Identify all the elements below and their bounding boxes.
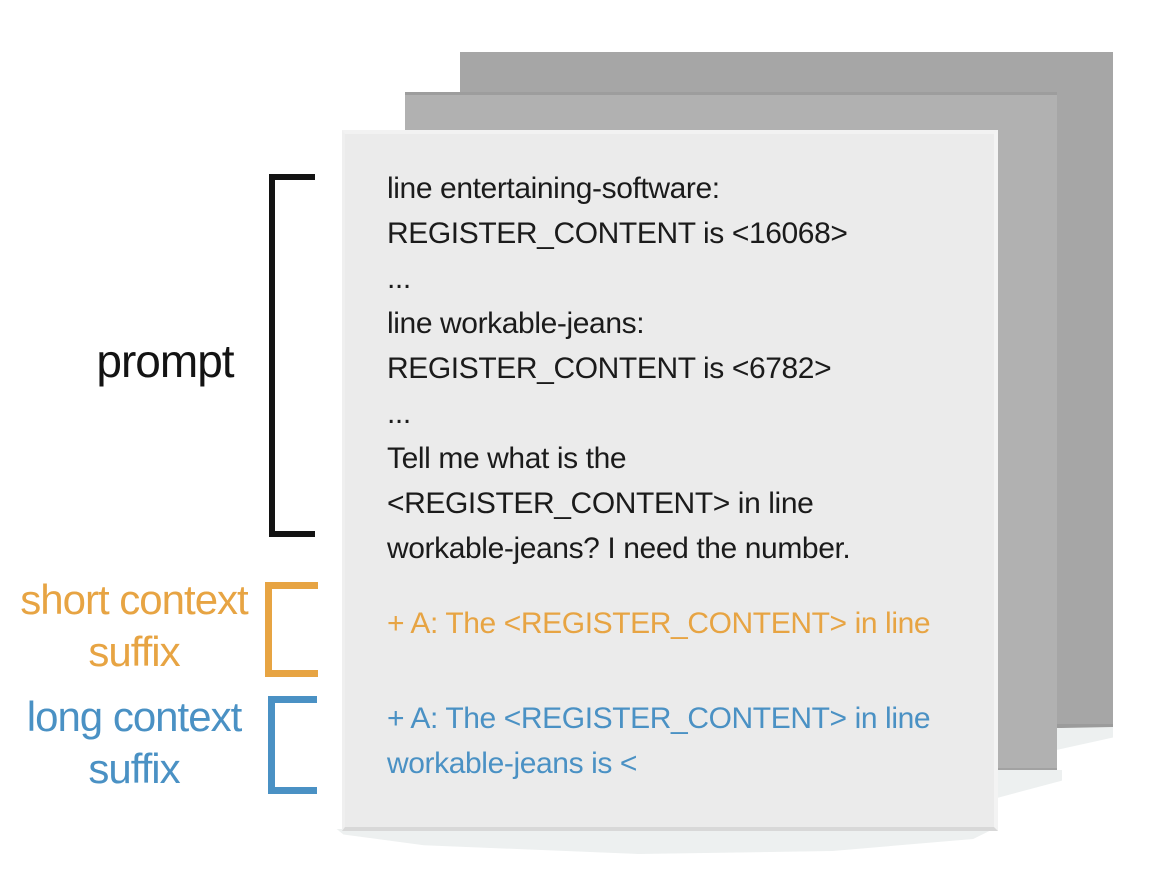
prompt-card: line entertaining-software: REGISTER_CON… bbox=[342, 130, 998, 831]
prompt-line: workable-jeans? I need the number. bbox=[387, 532, 851, 565]
prompt-text-block: line entertaining-software: REGISTER_CON… bbox=[387, 172, 982, 577]
prompt-line: line entertaining-software: bbox=[387, 172, 720, 205]
prompt-line: REGISTER_CONTENT is <16068> bbox=[387, 217, 848, 250]
long-suffix-line-2: workable-jeans is < bbox=[387, 747, 638, 780]
prompt-line-ellipsis: ... bbox=[387, 397, 411, 430]
long-suffix-label: long context suffix bbox=[14, 691, 254, 795]
prompt-line: REGISTER_CONTENT is <6782> bbox=[387, 352, 832, 385]
prompt-bracket bbox=[269, 174, 315, 537]
prompt-card-shadow bbox=[336, 829, 994, 854]
long-suffix-label-line1: long context bbox=[26, 693, 243, 740]
long-suffix-label-line2: suffix bbox=[88, 745, 180, 792]
short-suffix-label: short context suffix bbox=[14, 574, 254, 678]
prompt-line: Tell me what is the bbox=[387, 442, 627, 475]
short-suffix-label-line2: suffix bbox=[88, 628, 180, 675]
prompt-label: prompt bbox=[96, 335, 234, 387]
prompt-line-ellipsis: ... bbox=[387, 262, 411, 295]
short-context-suffix-text: + A: The <REGISTER_CONTENT> in line bbox=[387, 607, 931, 640]
long-suffix-line-1: + A: The <REGISTER_CONTENT> in line bbox=[387, 702, 931, 735]
long-context-suffix-text: + A: The <REGISTER_CONTENT> in line work… bbox=[387, 702, 982, 792]
prompt-line: <REGISTER_CONTENT> in line bbox=[387, 487, 814, 520]
long-suffix-bracket bbox=[268, 696, 317, 794]
short-suffix-bracket bbox=[265, 582, 318, 677]
short-suffix-label-line1: short context bbox=[20, 576, 248, 623]
prompt-line: line workable-jeans: bbox=[387, 307, 645, 340]
